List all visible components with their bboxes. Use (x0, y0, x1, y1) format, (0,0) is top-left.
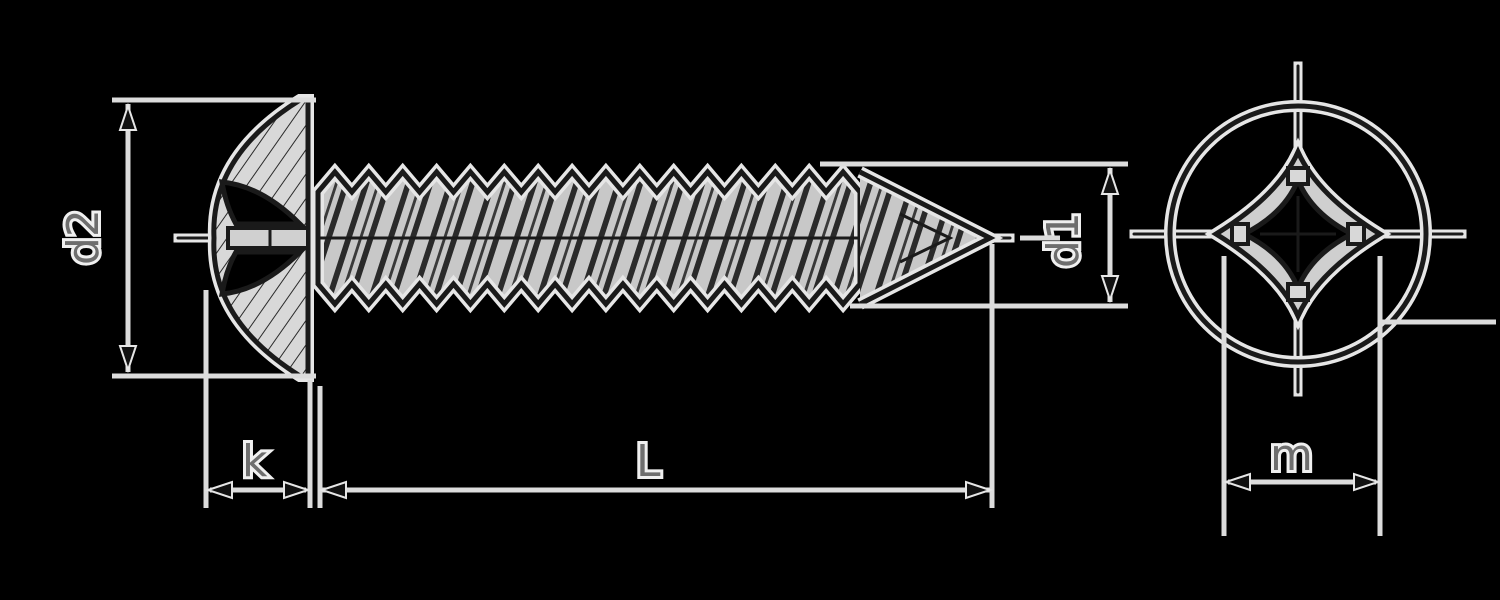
top-view (1129, 61, 1496, 397)
phillips-recess-icon (1204, 137, 1392, 331)
dimension-d2: d2 (55, 97, 316, 379)
arrow-right-icon (965, 480, 994, 500)
arrow-up-icon (118, 102, 138, 131)
arrow-down-icon (1100, 275, 1120, 304)
label-d2: d2 (58, 209, 109, 265)
arrow-right-icon (1353, 472, 1382, 492)
label-k: k (242, 436, 268, 487)
arrow-up-icon (1100, 166, 1120, 195)
arrow-left-icon (318, 480, 347, 500)
label-m: m (1270, 430, 1313, 481)
arrow-down-icon (118, 345, 138, 374)
screw-tip (857, 166, 1004, 310)
arrow-right-icon (283, 480, 312, 500)
label-L: L (636, 436, 661, 487)
side-view (173, 94, 1015, 382)
dimension-L: L (317, 244, 995, 508)
arrow-left-icon (1222, 472, 1251, 492)
dimension-d1: d1 (820, 161, 1128, 309)
dimension-m: m (1221, 256, 1383, 536)
pan-head (207, 94, 314, 382)
threaded-shank (312, 162, 902, 314)
arrow-left-icon (204, 480, 233, 500)
dimension-k: k (203, 290, 313, 508)
